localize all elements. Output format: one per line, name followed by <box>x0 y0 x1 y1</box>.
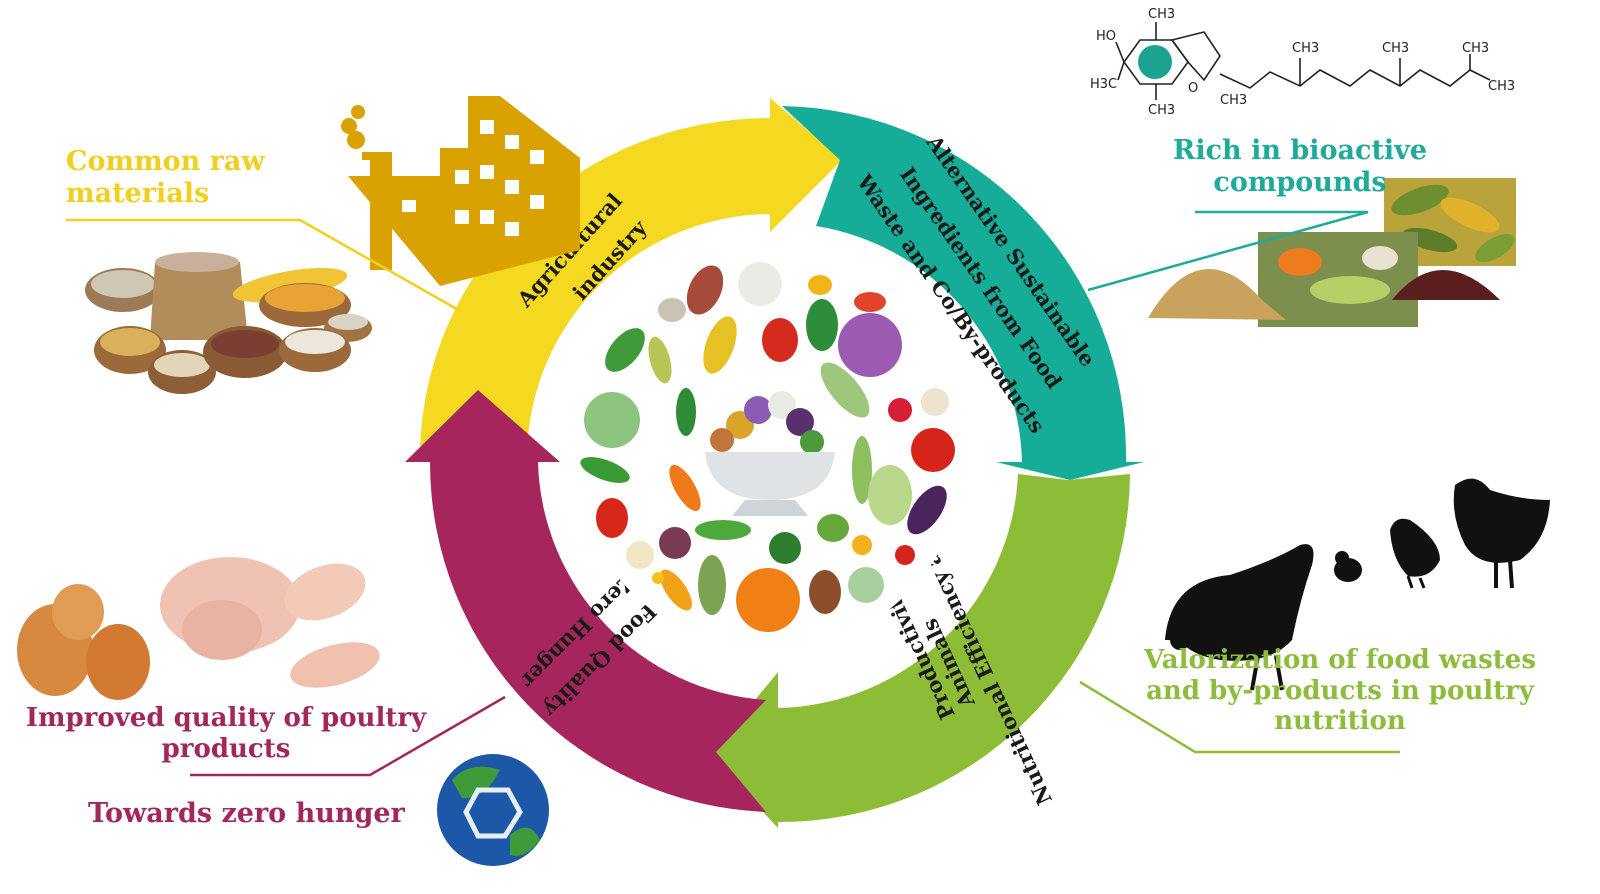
molecule-label-ho: HO <box>1096 29 1116 44</box>
salad-bowl-icon <box>705 391 835 516</box>
recycle-globe-icon <box>437 754 549 866</box>
molecule-label-ch3-b: CH3 <box>1382 41 1409 56</box>
eggs-image <box>17 584 150 700</box>
factory-icon <box>341 96 580 286</box>
ring-segment-food-quality <box>405 390 766 812</box>
label-raw-line1: Common raw <box>66 146 265 177</box>
vegetable-ring <box>580 262 955 632</box>
label-quality-line2: products <box>161 733 291 764</box>
ring-segment-agricultural <box>420 98 842 452</box>
cycle-ring <box>405 98 1144 828</box>
molecule-label-h3c: H3C <box>1090 77 1117 92</box>
molecule-label-ch3-bottom: CH3 <box>1148 103 1175 118</box>
label-zero-hunger: Towards zero hunger <box>88 798 428 830</box>
label-bio-line1: Rich in bioactive <box>1172 135 1428 166</box>
label-valor-line1: Valorization of food wastes <box>1144 645 1536 675</box>
chicken-silhouettes-icon <box>1165 478 1550 691</box>
molecule-label-ch3-a: CH3 <box>1292 41 1319 56</box>
molecule-label-ch3-c: CH3 <box>1462 41 1489 56</box>
label-valorization: Valorization of food wastes and by-produ… <box>1120 645 1560 737</box>
ring-segment-nutritional <box>710 474 1130 828</box>
label-raw-line2: materials <box>66 177 210 209</box>
label-common-raw-materials: Common raw materials <box>66 146 326 210</box>
molecule-structure <box>1115 22 1491 100</box>
chicken-meat-image <box>160 557 380 688</box>
label-rich-bioactive: Rich in bioactive compounds <box>1150 135 1450 199</box>
molecule-label-ch3-ring: CH3 <box>1220 93 1247 108</box>
grain-bowls-image <box>85 252 372 394</box>
label-hunger-text: Towards zero hunger <box>88 798 405 829</box>
label-valor-line2: and by-products in poultry <box>1146 675 1534 706</box>
powder-leaves-image <box>1148 178 1516 327</box>
vegetable-circle-image <box>575 260 965 650</box>
ring-segment-alternative <box>782 106 1144 480</box>
molecule-highlight <box>1138 45 1172 79</box>
molecule-label-ch3-end: CH3 <box>1488 79 1515 94</box>
label-bio-line2: compounds <box>1213 166 1387 198</box>
molecule-label-ch3-top: CH3 <box>1148 7 1175 22</box>
molecule-label-o: O <box>1188 81 1198 96</box>
label-valor-line3: nutrition <box>1274 706 1406 737</box>
label-quality-line1: Improved quality of poultry <box>25 703 427 733</box>
connector-lines <box>66 210 1400 777</box>
label-improved-quality: Improved quality of poultry products <box>6 703 446 764</box>
